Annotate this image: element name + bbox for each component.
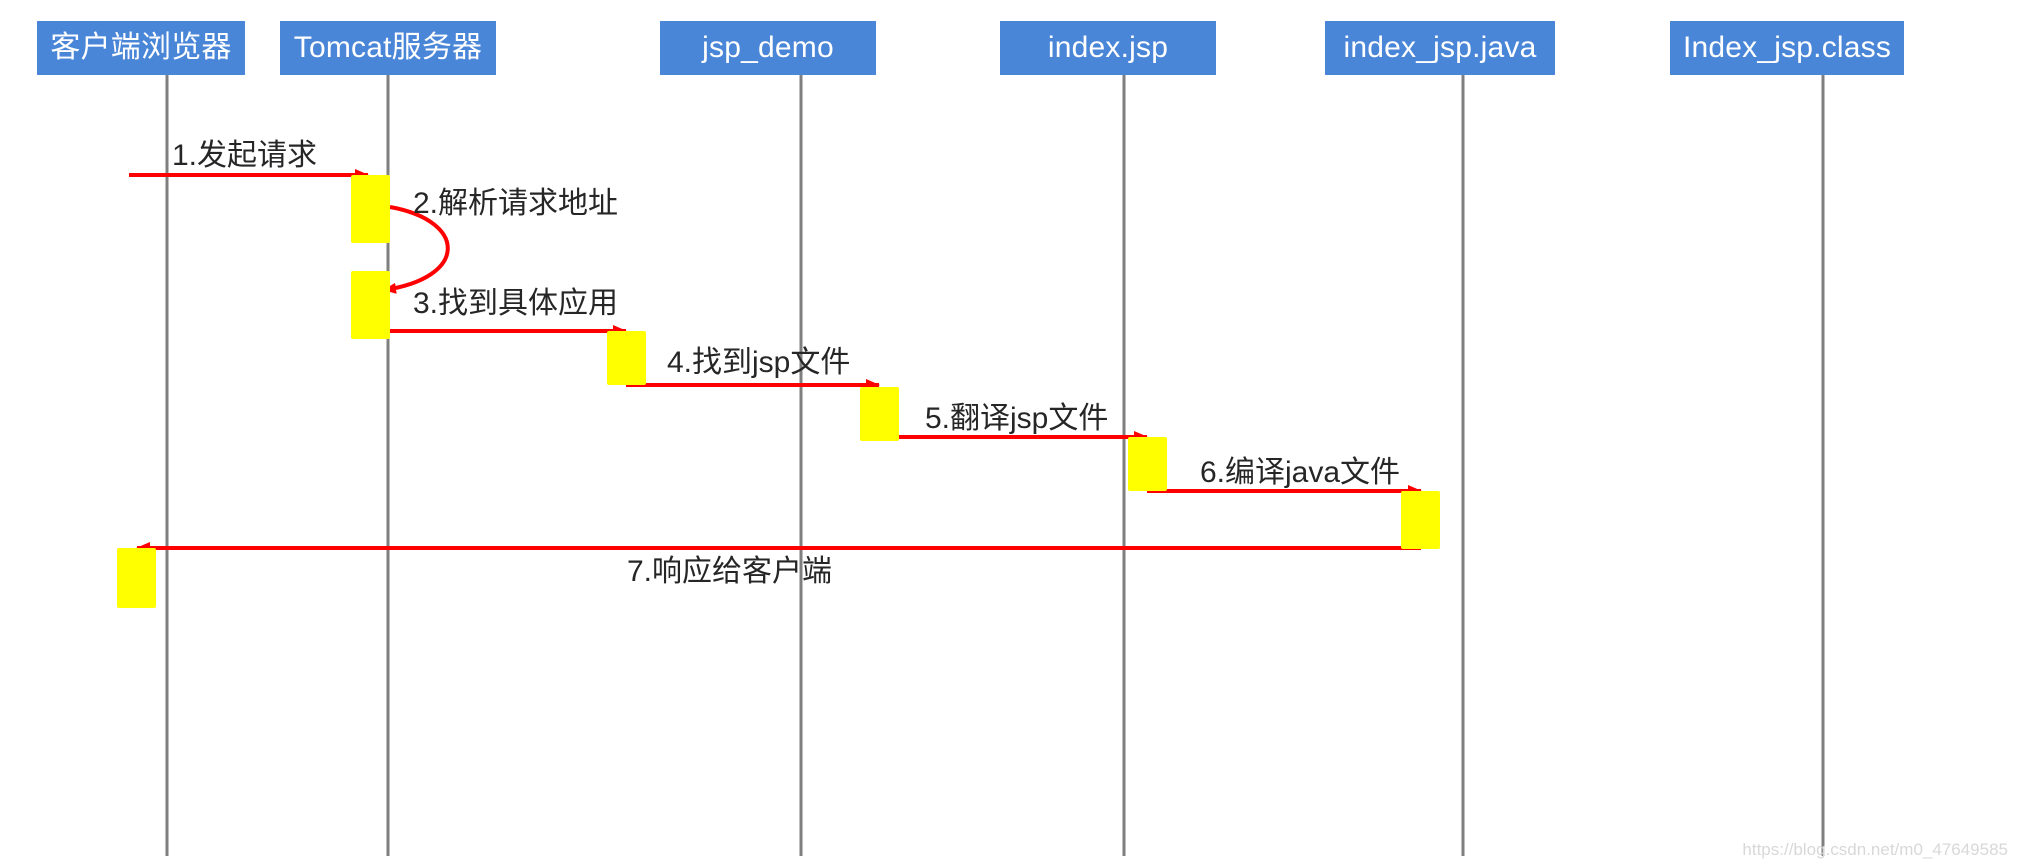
activation-bar-tomcat [351,175,390,243]
activation-bar-tomcat [351,271,390,339]
actor-box-client[interactable]: 客户端浏览器 [37,21,245,75]
actor-box-jsp_class[interactable]: Index_jsp.class [1670,21,1904,75]
message-arrow-2 [383,205,450,294]
activation-bar-client [117,548,156,608]
message-label-1: 1.发起请求 [172,139,318,172]
actor-box-jsp_demo[interactable]: jsp_demo [660,21,876,75]
message-label-7: 7.响应给客户端 [627,555,833,588]
message-label-5: 5.翻译jsp文件 [925,402,1109,435]
actor-box-jsp_java[interactable]: index_jsp.java [1325,21,1555,75]
activation-bar-jsp_demo [607,331,646,385]
watermark-text: https://blog.csdn.net/m0_47649585 [1742,840,2008,859]
actor-box-index_jsp[interactable]: index.jsp [1000,21,1216,75]
activation-bar-jsp_java [1128,437,1167,491]
actor-box-tomcat[interactable]: Tomcat服务器 [280,21,496,75]
activation-bar-index_jsp [860,387,899,441]
message-label-4: 4.找到jsp文件 [667,346,851,379]
message-label-3: 3.找到具体应用 [413,287,619,320]
messages-group [129,169,1422,554]
message-label-6: 6.编译java文件 [1200,456,1401,489]
message-label-2: 2.解析请求地址 [413,187,619,220]
activations-group [117,175,1440,608]
activation-bar-jsp_class [1401,491,1440,549]
